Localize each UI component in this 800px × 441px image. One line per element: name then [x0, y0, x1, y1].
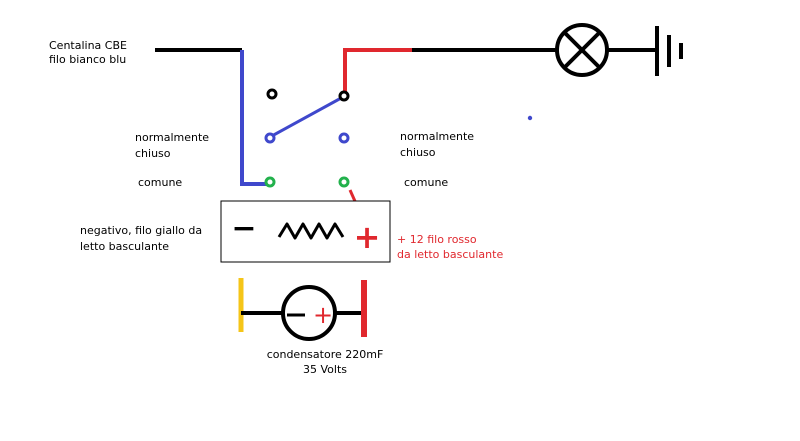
label-nc-right-line2: chiuso	[400, 146, 436, 159]
terminal-nc-right	[338, 132, 350, 144]
wire-red-top	[343, 48, 412, 94]
box-minus-symbol: −	[231, 211, 256, 246]
terminal-common-left	[264, 176, 276, 188]
switch-lever	[269, 95, 344, 139]
label-nc-right-line1: normalmente	[400, 130, 474, 143]
lamp-icon	[555, 23, 609, 77]
component-box	[220, 200, 391, 263]
terminal-top-left	[266, 88, 278, 100]
resistor-zigzag	[277, 222, 345, 240]
label-cap-line1: condensatore 220mF	[267, 348, 384, 361]
label-nc-left-line2: chiuso	[135, 147, 171, 160]
terminal-common-right	[338, 176, 350, 188]
label-centralina-line2: filo bianco blu	[49, 53, 126, 66]
stray-dot	[527, 115, 533, 121]
label-positivo-line1: + 12 filo rosso	[397, 233, 477, 246]
label-negativo-line2: letto basculante	[80, 240, 169, 253]
label-positivo-line2: da letto basculante	[397, 248, 503, 261]
label-comune-left: comune	[138, 176, 182, 189]
box-plus-symbol: +	[354, 218, 381, 256]
label-centralina-line1: Centalina CBE	[49, 39, 127, 52]
ground-icon	[655, 26, 683, 76]
terminal-top-right	[338, 90, 350, 102]
terminal-nc-left	[264, 132, 276, 144]
label-negativo-line1: negativo, filo giallo da	[80, 224, 202, 237]
label-cap-line2: 35 Volts	[303, 363, 347, 376]
cap-plus-sign: +	[313, 301, 333, 329]
label-comune-right: comune	[404, 176, 448, 189]
wire-blue-to-common	[240, 50, 268, 186]
label-nc-left-line1: normalmente	[135, 131, 209, 144]
